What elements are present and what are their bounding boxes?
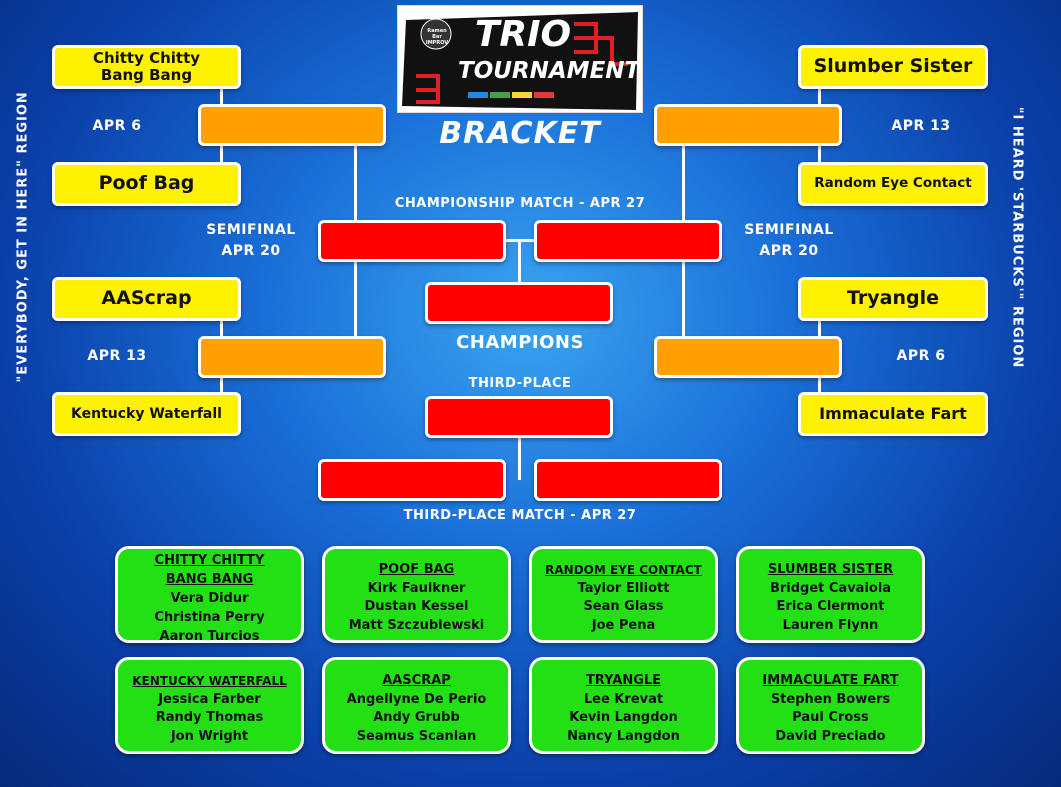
roster-member: Erica Clermont — [776, 599, 885, 614]
roster-card: AASCRAP Angellyne De Perio Andy Grubb Se… — [322, 657, 511, 754]
roster-team-name: POOF BAG — [378, 562, 455, 577]
team-slot-random-eye-contact[interactable]: Random Eye Contact — [798, 162, 988, 206]
semifinal-winner-slot-right[interactable] — [534, 220, 722, 262]
champions-label: CHAMPIONS — [456, 332, 584, 353]
team-slot-tryangle[interactable]: Tryangle — [798, 277, 988, 321]
team-slot-immaculate-fart[interactable]: Immaculate Fart — [798, 392, 988, 436]
roster-card: CHITTY CHITTY BANG BANG Vera Didur Chris… — [115, 546, 304, 644]
roster-member: Matt Szczublewski — [348, 617, 485, 633]
third-place-slot[interactable] — [425, 396, 613, 438]
roster-member: Seamus Scanlan — [356, 728, 477, 744]
roster-card: SLUMBER SISTER Bridget Cavaiola Erica Cl… — [736, 546, 925, 643]
roster-team-name: IMMACULATE FART — [762, 673, 899, 688]
logo-line-1: TRIO — [474, 14, 572, 55]
champion-slot[interactable] — [425, 282, 613, 324]
roster-member: Joe Pena — [591, 617, 656, 633]
championship-match-label: CHAMPIONSHIP MATCH - APR 27 — [394, 196, 646, 211]
roster-member: Andy Grubb — [373, 710, 460, 725]
match-date-label: APR 13 — [891, 118, 951, 134]
roster-card: KENTUCKY WATERFALL Jessica Farber Randy … — [115, 657, 304, 754]
roster-member: Aaron Turcios — [159, 629, 260, 644]
tournament-logo: Ramen Bar IMPROV TRIO TOURNAMENT — [397, 5, 643, 113]
roster-team-name: CHITTY CHITTY BANG BANG — [154, 553, 265, 587]
third-place-contender-slot-right[interactable] — [534, 459, 722, 501]
team-slot-aascrap[interactable]: AAScrap — [52, 277, 241, 321]
quarterfinal-winner-slot-right-bottom[interactable] — [654, 336, 842, 378]
connector-line — [518, 240, 521, 286]
roster-member: Stephen Bowers — [770, 691, 891, 707]
roster-card: TRYANGLE Lee Krevat Kevin Langdon Nancy … — [529, 657, 718, 754]
third-place-contender-slot-left[interactable] — [318, 459, 506, 501]
roster-member: David Preciado — [775, 728, 886, 744]
match-date-label: APR 6 — [92, 118, 142, 134]
roster-card: POOF BAG Kirk Faulkner Dustan Kessel Mat… — [322, 546, 511, 643]
third-place-label: THIRD-PLACE — [468, 376, 572, 391]
roster-member: Vera Didur — [170, 591, 249, 606]
third-place-match-label: THIRD-PLACE MATCH - APR 27 — [403, 508, 637, 523]
logo-badge: Ramen Bar IMPROV — [425, 28, 449, 46]
roster-team-name: AASCRAP — [382, 673, 451, 688]
roster-member: Lauren Flynn — [782, 617, 879, 633]
roster-member: Jessica Farber — [158, 691, 261, 707]
quarterfinal-winner-slot-left-top[interactable] — [198, 104, 386, 146]
semifinal-date: APR 20 — [221, 243, 281, 259]
roster-member: Kevin Langdon — [569, 710, 678, 725]
roster-member: Lee Krevat — [583, 691, 664, 707]
match-date-label: APR 13 — [87, 348, 147, 364]
roster-team-name: KENTUCKY WATERFALL — [132, 674, 287, 688]
roster-member: Christina Perry — [154, 610, 265, 625]
team-slot-kentucky-waterfall[interactable]: Kentucky Waterfall — [52, 392, 241, 436]
team-slot-poof-bag[interactable]: Poof Bag — [52, 162, 241, 206]
roster-member: Randy Thomas — [155, 710, 264, 725]
roster-team-name: TRYANGLE — [585, 673, 662, 688]
logo-line-2: TOURNAMENT — [458, 58, 641, 84]
quarterfinal-winner-slot-left-bottom[interactable] — [198, 336, 386, 378]
roster-member: Angellyne De Perio — [346, 691, 487, 707]
semifinal-winner-slot-left[interactable] — [318, 220, 506, 262]
match-date-label: APR 6 — [896, 348, 946, 364]
roster-member: Jon Wright — [170, 728, 249, 744]
left-region-label: "EVERYBODY, GET IN HERE" REGION — [15, 91, 31, 383]
roster-card: RANDOM EYE CONTACT Taylor Elliott Sean G… — [529, 546, 718, 643]
roster-member: Kirk Faulkner — [367, 580, 466, 596]
bracket-logo-graphic — [402, 12, 638, 110]
roster-member: Dustan Kessel — [364, 599, 469, 614]
roster-team-name: SLUMBER SISTER — [767, 562, 894, 577]
semifinal-label: SEMIFINAL — [206, 222, 296, 238]
semifinal-label: SEMIFINAL — [744, 222, 834, 238]
roster-member: Nancy Langdon — [567, 728, 680, 744]
team-slot-slumber-sister[interactable]: Slumber Sister — [798, 45, 988, 89]
semifinal-date: APR 20 — [759, 243, 819, 259]
page-title: BRACKET — [439, 116, 601, 151]
roster-member: Bridget Cavaiola — [769, 580, 892, 596]
roster-card: IMMACULATE FART Stephen Bowers Paul Cros… — [736, 657, 925, 754]
connector-line — [518, 436, 521, 480]
roster-member: Sean Glass — [583, 599, 664, 614]
team-slot-chitty-chitty-bang-bang[interactable]: Chitty Chitty Bang Bang — [52, 45, 241, 89]
quarterfinal-winner-slot-right-top[interactable] — [654, 104, 842, 146]
roster-member: Paul Cross — [792, 710, 869, 725]
roster-member: Taylor Elliott — [577, 580, 670, 596]
roster-team-name: RANDOM EYE CONTACT — [545, 563, 702, 577]
right-region-label: "I HEARD 'STARBUCKS'" REGION — [1009, 106, 1025, 369]
